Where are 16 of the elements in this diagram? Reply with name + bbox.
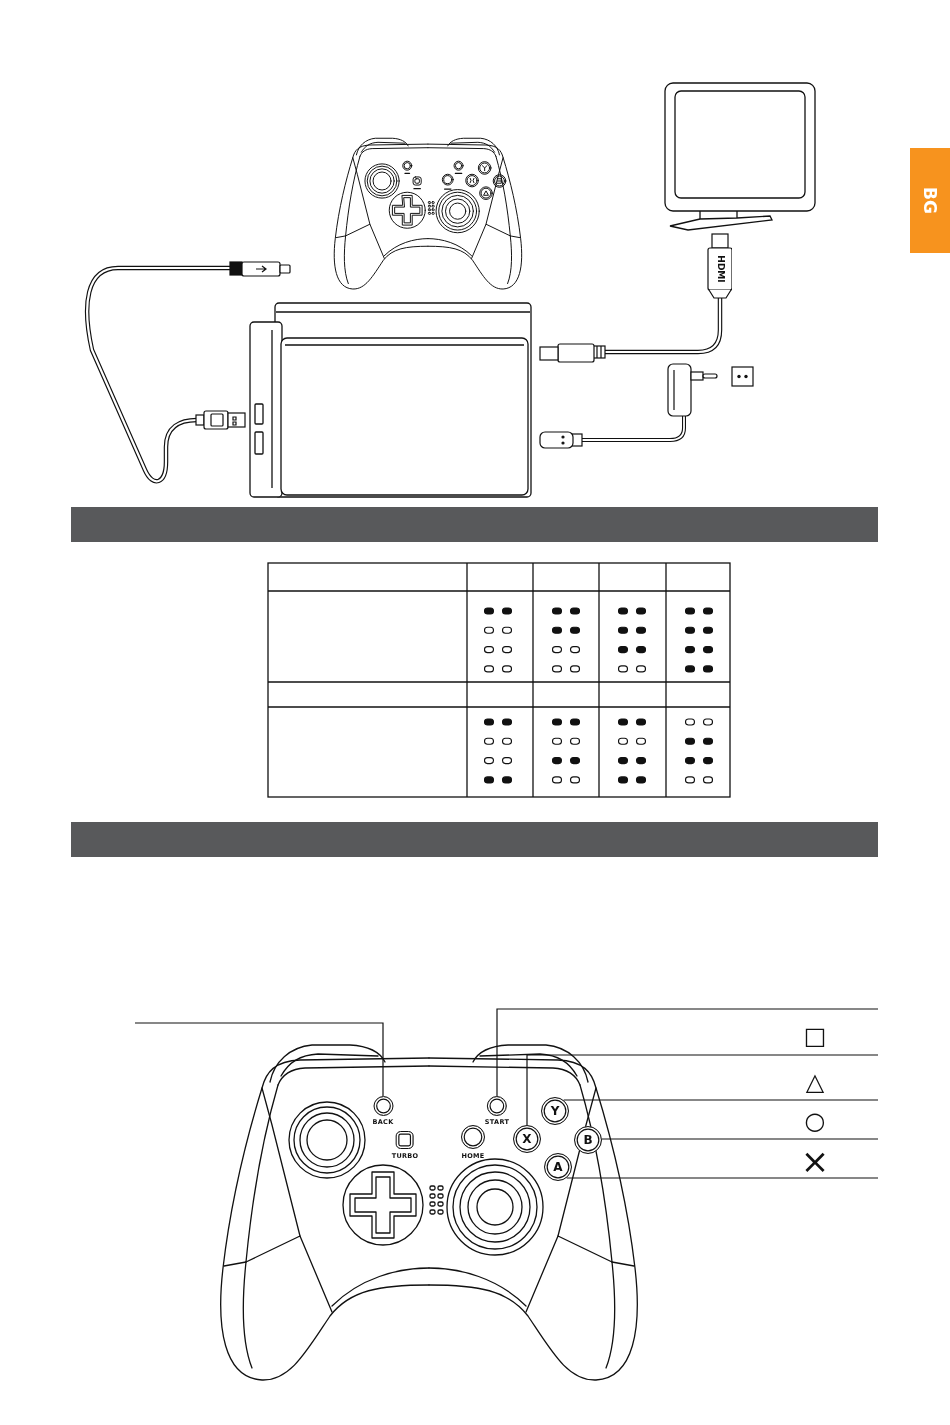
button-symbol: ○ <box>804 1109 826 1133</box>
cable-label: HDMI <box>715 255 725 283</box>
language-tab: BG <box>910 148 950 253</box>
leader-line <box>601 1138 879 1140</box>
face-button: X <box>513 1125 541 1153</box>
button-symbol: △ <box>805 1070 825 1094</box>
leader-line <box>566 1177 879 1179</box>
leader-line <box>496 1008 879 1097</box>
button-symbol: × <box>800 1144 830 1178</box>
face-button: Y <box>541 1097 569 1125</box>
leader-line <box>526 1054 879 1126</box>
face-button: A <box>544 1153 572 1181</box>
face-button: B <box>574 1126 602 1154</box>
button-symbol: □ <box>803 1024 827 1048</box>
leader-line <box>134 1022 384 1097</box>
leader-line <box>563 1099 879 1101</box>
